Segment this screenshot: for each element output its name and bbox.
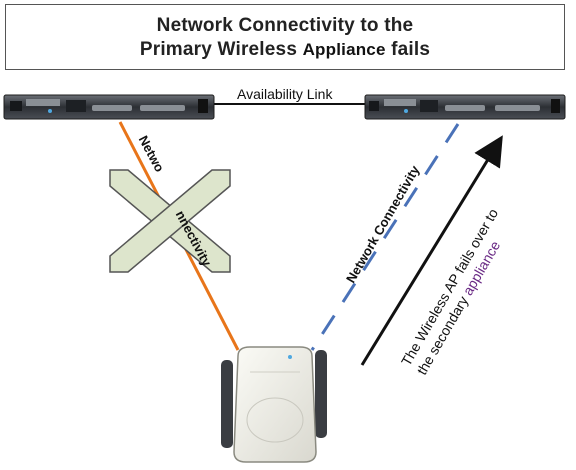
failover-arrow (360, 135, 503, 366)
title-prefix: Primary Wireless (139, 39, 303, 60)
secondary-appliance (364, 94, 566, 120)
secondary-link-line (310, 123, 460, 351)
failure-x-icon (109, 169, 231, 273)
title-line-2: Primary Wireless Appliance fails (6, 39, 564, 61)
title-box: Network Connectivity to the Primary Wire… (5, 4, 565, 70)
title-line-1: Network Connectivity to the (156, 15, 414, 36)
title-appliance: Appliance (302, 40, 386, 59)
availability-link-label: Availability Link (237, 86, 333, 102)
title-suffix: fails (385, 39, 431, 60)
wireless-ap-icon (221, 346, 327, 463)
primary-appliance (3, 94, 215, 120)
